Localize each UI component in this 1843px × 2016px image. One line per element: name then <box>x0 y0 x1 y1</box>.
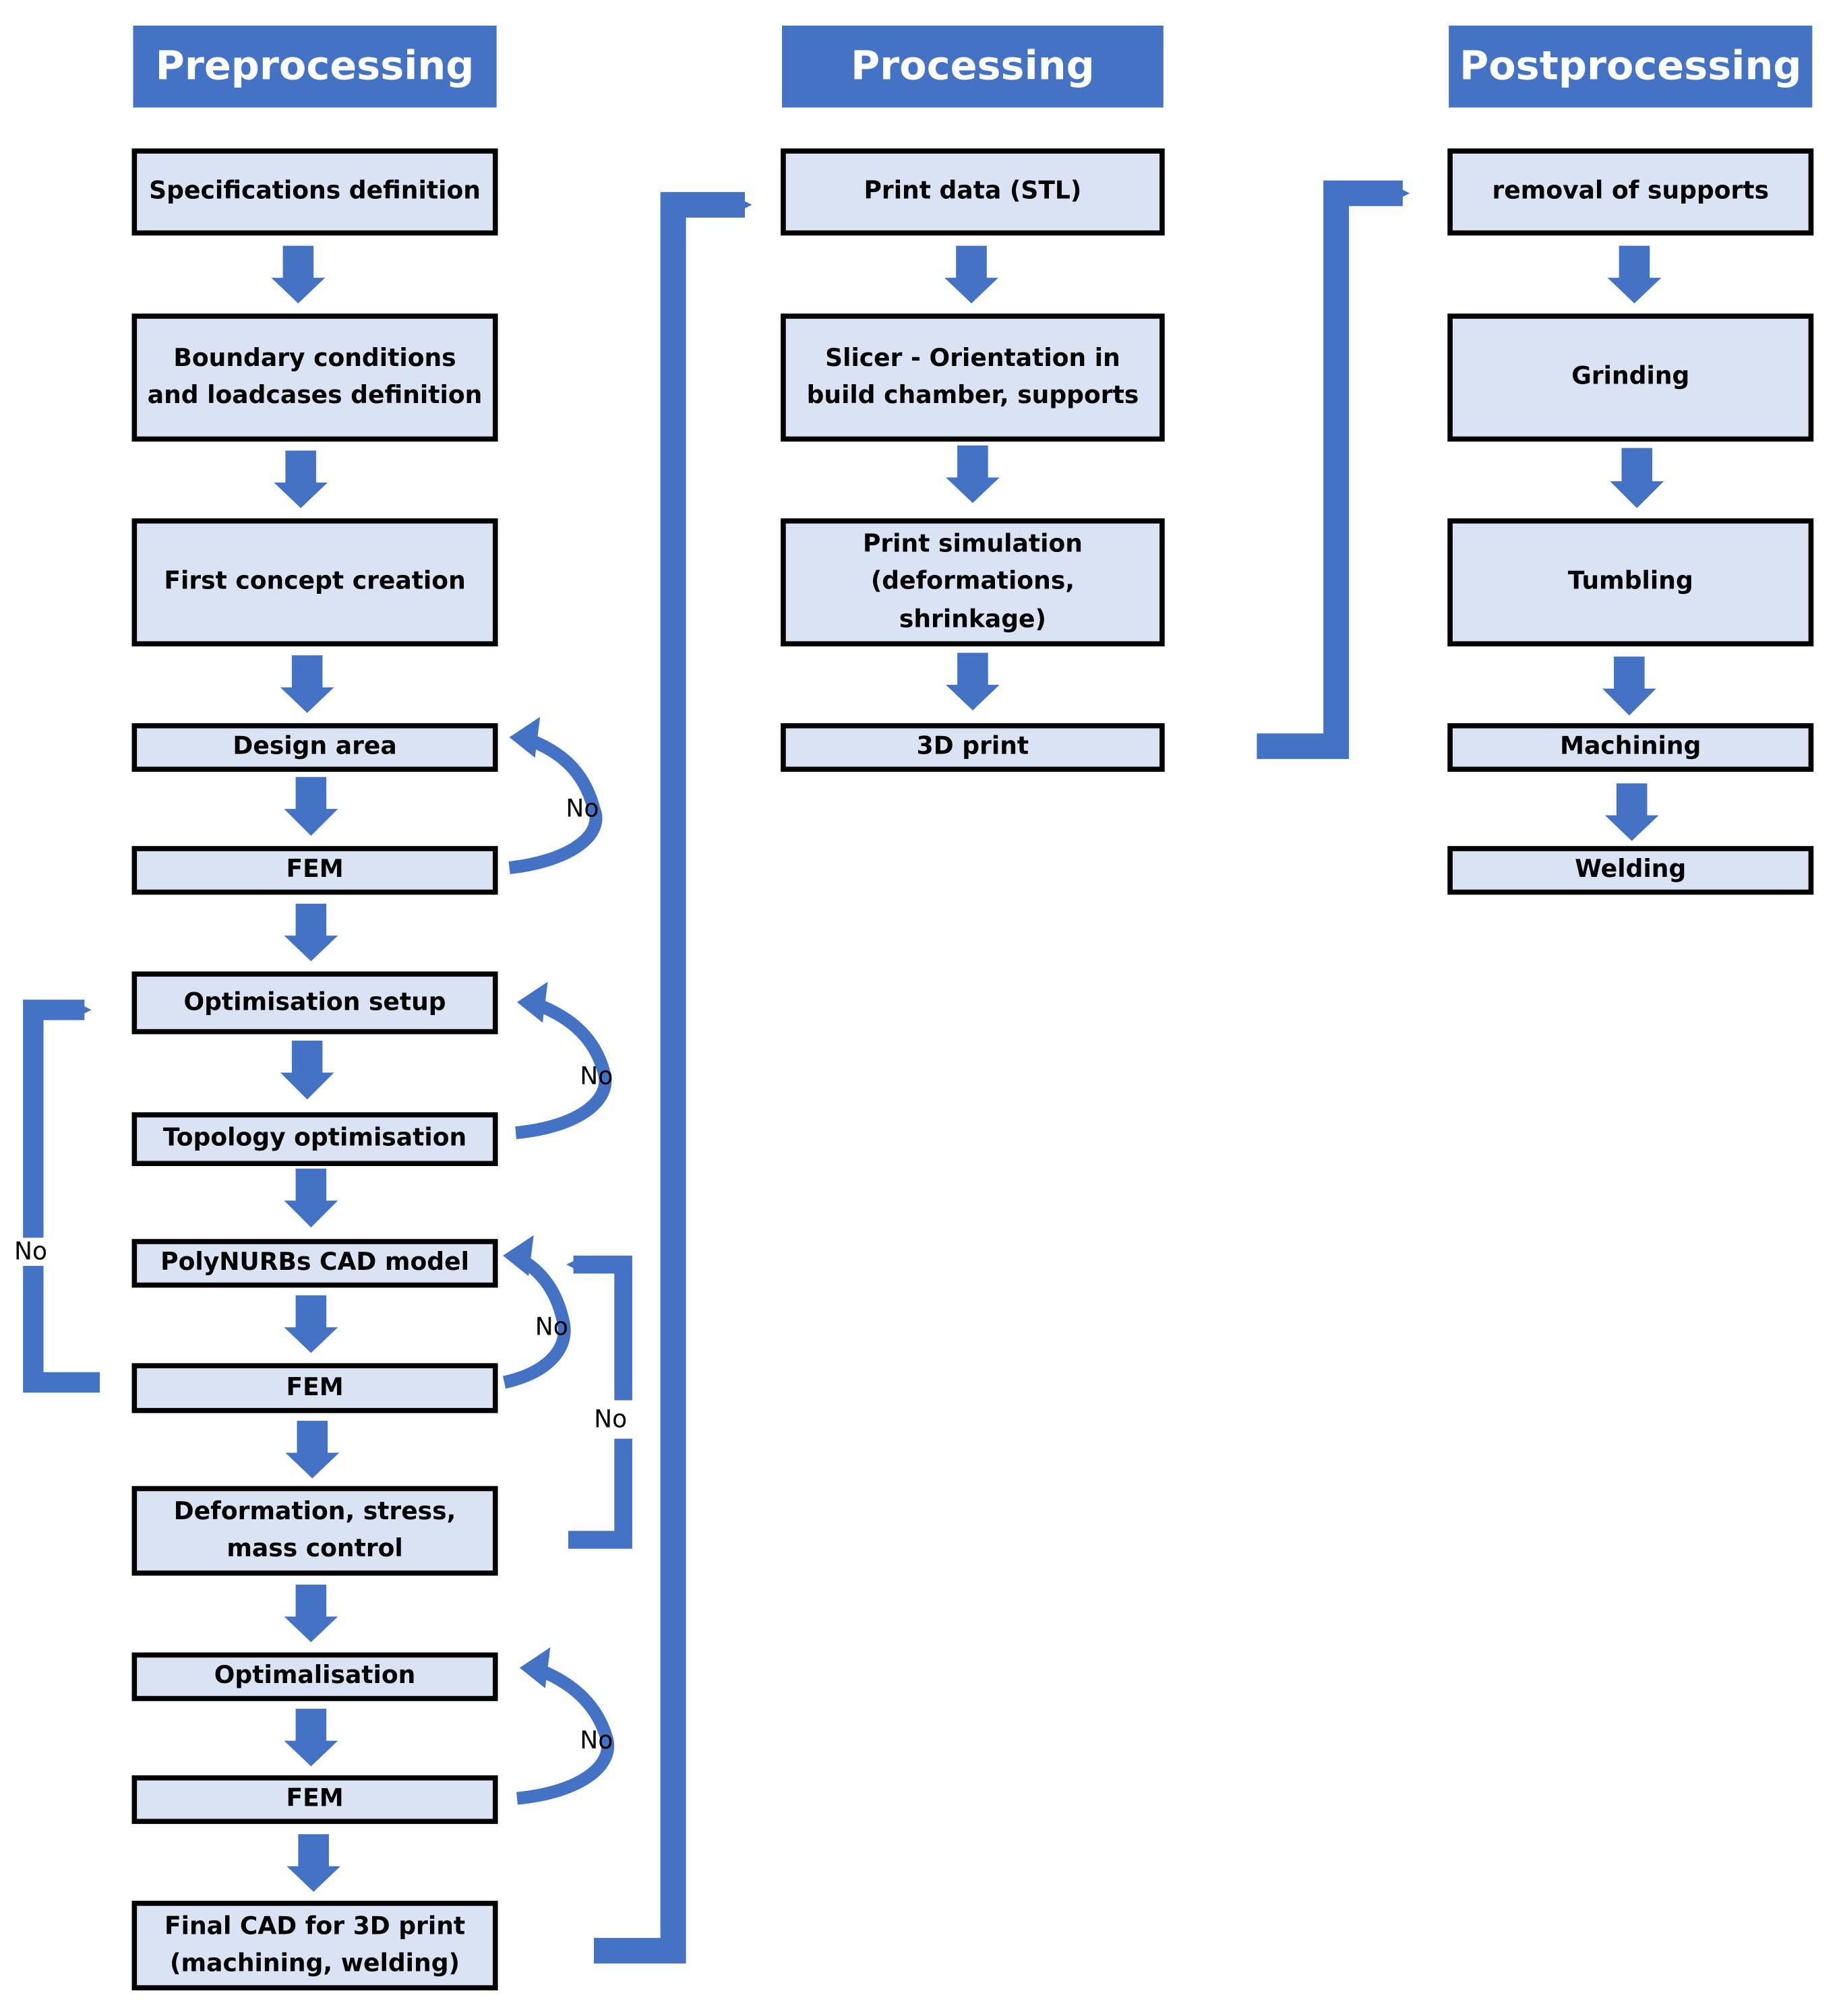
no-label-optimalisation-loop: No <box>580 1726 613 1755</box>
step-optimisation-setup: Optimisation setup <box>131 971 498 1035</box>
step-label: Tumbling <box>1567 567 1693 596</box>
step-label: Specifications definition <box>149 177 481 206</box>
no-label-design-area-loop: No <box>566 795 599 824</box>
down-arrow-18 <box>1602 656 1656 716</box>
down-arrow-6 <box>280 1040 334 1100</box>
step-label: FEM <box>286 1784 344 1813</box>
no-label-polynurbs-loop: No <box>535 1313 568 1342</box>
no-label-deformation-loop: No <box>562 1400 659 1439</box>
step-boundary-conditions: Boundary conditions and loadcases defini… <box>131 313 498 442</box>
step-label: Machining <box>1560 732 1701 761</box>
step-design-area: Design area <box>131 723 498 772</box>
step-label: Grinding <box>1571 362 1690 391</box>
loop-arrowhead-optimalisation <box>519 1647 551 1688</box>
header-preprocessing: Preprocessing <box>133 25 497 108</box>
down-arrow-11 <box>284 1709 338 1767</box>
down-arrow-12 <box>286 1834 341 1892</box>
step-label: Optimisation setup <box>183 987 446 1016</box>
loop-arrow-setup-topology <box>515 995 612 1140</box>
step-label: Final CAD for 3D print (machining, weldi… <box>164 1912 466 1978</box>
step-label: FEM <box>286 1373 344 1401</box>
step-removal-of-supports: removal of supports <box>1447 148 1814 236</box>
step-label: Print data (STL) <box>864 177 1082 206</box>
loop-arrowhead-polynurbs <box>503 1235 534 1277</box>
down-arrow-2 <box>274 450 328 508</box>
down-arrow-3 <box>280 655 334 713</box>
step-label: Boundary conditions and loadcases defini… <box>147 344 483 410</box>
down-arrow-10 <box>284 1584 338 1643</box>
down-arrow-14 <box>946 445 1000 503</box>
step-label: 3D print <box>916 732 1029 761</box>
header-postprocessing: Postprocessing <box>1449 25 1813 108</box>
step-polynurbs-cad-model: PolyNURBs CAD model <box>131 1239 498 1288</box>
down-arrow-5 <box>284 903 338 962</box>
step-label: Welding <box>1575 855 1687 884</box>
step-label: Print simulation (deformations, shrinkag… <box>862 529 1083 634</box>
loop-arrowhead-design <box>509 716 541 758</box>
down-arrow-15 <box>946 652 1000 710</box>
step-grinding: Grinding <box>1447 313 1814 442</box>
step-welding: Welding <box>1447 846 1814 895</box>
down-arrow-1 <box>271 245 326 304</box>
down-arrow-4 <box>284 776 338 836</box>
step-tumbling: Tumbling <box>1447 518 1814 646</box>
down-arrow-7 <box>284 1168 338 1228</box>
down-arrow-19 <box>1604 783 1659 841</box>
loop-arrow-design-fem <box>508 729 603 874</box>
outer-loop-left <box>23 1000 100 1393</box>
step-fem-1: FEM <box>131 846 498 895</box>
step-label: FEM <box>286 855 344 884</box>
down-arrow-16 <box>1607 245 1662 304</box>
step-first-concept-creation: First concept creation <box>131 518 498 646</box>
step-label: First concept creation <box>164 567 466 596</box>
down-arrow-9 <box>285 1420 340 1479</box>
step-final-cad: Final CAD for 3D print (machining, weldi… <box>131 1901 498 1990</box>
step-print-data-stl: Print data (STL) <box>781 148 1165 236</box>
step-print-simulation: Print simulation (deformations, shrinkag… <box>781 518 1165 646</box>
header-processing: Processing <box>782 25 1164 108</box>
step-optimalisation: Optimalisation <box>131 1652 498 1701</box>
down-arrow-8 <box>284 1295 338 1353</box>
step-label: Optimalisation <box>214 1661 416 1690</box>
step-label: Topology optimisation <box>162 1124 467 1153</box>
connector-preprocessing-to-processing <box>593 191 752 1964</box>
step-fem-3: FEM <box>131 1775 498 1825</box>
step-label: Design area <box>233 732 397 761</box>
step-label: removal of supports <box>1492 177 1770 206</box>
step-slicer-orientation: Slicer - Orientation in build chamber, s… <box>781 313 1165 442</box>
no-label-optimisation-setup-loop: No <box>580 1062 613 1091</box>
step-topology-optimisation: Topology optimisation <box>131 1112 498 1166</box>
loop-arrow-polynurbs-fem <box>502 1248 571 1389</box>
down-arrow-13 <box>944 245 998 304</box>
no-label-outer-left-loop: No <box>0 1238 69 1266</box>
step-label: Deformation, stress, mass control <box>173 1496 456 1563</box>
loop-arrowhead-setup <box>517 981 548 1023</box>
step-specifications-definition: Specifications definition <box>131 148 498 236</box>
loop-arrow-optimalisation-fem <box>516 1660 614 1805</box>
step-deformation-stress-mass-control: Deformation, stress, mass control <box>131 1486 498 1576</box>
step-label: PolyNURBs CAD model <box>160 1248 469 1277</box>
step-3d-print: 3D print <box>781 723 1165 772</box>
down-arrow-17 <box>1610 448 1664 508</box>
step-machining: Machining <box>1447 723 1814 772</box>
step-label: Slicer - Orientation in build chamber, s… <box>806 344 1139 410</box>
down-arrows <box>271 245 1664 1892</box>
step-fem-2: FEM <box>131 1363 498 1413</box>
connector-processing-to-postprocessing <box>1257 180 1410 760</box>
